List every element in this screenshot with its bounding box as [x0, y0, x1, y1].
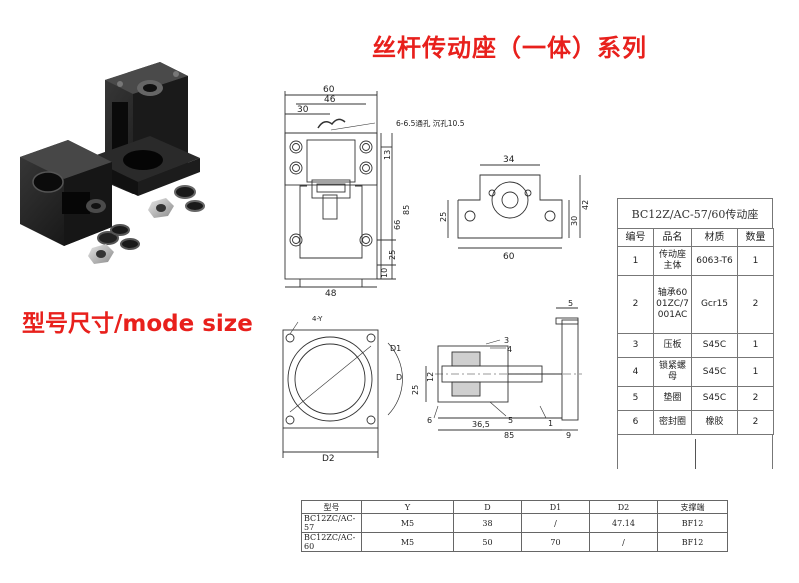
table-row: BC12ZC/AC-57 M5 38 / 47.14 BF12 — [301, 513, 728, 533]
table-cell: 密封圈 — [653, 410, 692, 435]
table-row: 6 密封圈 橡胶 2 — [617, 410, 774, 435]
mode-size-label: 型号尺寸/mode size — [22, 311, 253, 337]
dim-text: 6-6.5通孔 沉孔10.5 — [396, 118, 465, 128]
dim-text: 42 — [581, 200, 590, 210]
table-cell: Gcr15 — [691, 275, 738, 334]
header-cell: D1 — [521, 500, 590, 514]
header-cell: 数量 — [737, 228, 774, 247]
header-cell: D2 — [589, 500, 658, 514]
dim-text: 48 — [325, 289, 337, 299]
dim-text: 3 — [504, 336, 509, 345]
header-cell: D — [453, 500, 522, 514]
table-cell: 2 — [617, 275, 654, 334]
table-cell: 压板 — [653, 333, 692, 358]
parts-table: BC12Z/AC-57/60传动座 编号 品名 材质 数量 1 传动座主体 60… — [617, 198, 774, 469]
table-cell: 1 — [737, 357, 774, 387]
dim-text: 12 — [426, 372, 435, 382]
technical-drawings: 60 46 30 6-6.5通孔 沉孔10.5 13 85 66 25 10 4… — [282, 85, 590, 464]
dim-text: 13 — [383, 150, 392, 160]
dim-text: D2 — [322, 454, 335, 464]
table-row: 2 轴承6001ZC/7001AC Gcr15 2 — [617, 275, 774, 334]
table-cell: BC12ZC/AC-60 — [301, 532, 362, 552]
table-cell: 4 — [617, 357, 654, 387]
dim-text: 6 — [427, 416, 432, 425]
parts-table-tail — [617, 435, 773, 469]
dim-text: 66 — [393, 220, 402, 230]
dim-text: 5 — [568, 299, 573, 308]
dim-text: 1 — [548, 419, 553, 428]
table-row: 5 垫圈 S45C 2 — [617, 386, 774, 411]
table-cell: BC12ZC/AC-57 — [301, 513, 362, 533]
product-photo — [20, 62, 205, 264]
dim-text: 4-Y — [312, 315, 323, 323]
header-cell: Y — [361, 500, 454, 514]
header-cell: 品名 — [653, 228, 692, 247]
table-cell: 2 — [737, 386, 774, 411]
table-cell: / — [521, 513, 590, 533]
dim-text: 36,5 — [472, 420, 490, 429]
header-cell: 支撑端 — [657, 500, 728, 514]
page-title: 丝杆传动座（一体）系列 — [372, 34, 647, 62]
dim-text: 46 — [324, 95, 336, 105]
table-cell: 1 — [737, 246, 774, 276]
dim-text: 85 — [504, 431, 514, 440]
flange-view-drawing — [282, 321, 403, 458]
header-cell: 编号 — [617, 228, 654, 247]
dim-text: 4 — [507, 345, 512, 354]
dim-text: 85 — [402, 205, 411, 215]
table-cell: 6063-T6 — [691, 246, 738, 276]
table-row: 4 锁紧螺母 S45C 1 — [617, 357, 774, 387]
header-cell: 材质 — [691, 228, 738, 247]
table-cell: 垫圈 — [653, 386, 692, 411]
table-cell: 3 — [617, 333, 654, 358]
table-row: BC12ZC/AC-60 M5 50 70 / BF12 — [301, 532, 728, 552]
table-cell: 轴承6001ZC/7001AC — [653, 275, 692, 334]
table-cell: S45C — [691, 357, 738, 387]
table-cell: BF12 — [657, 513, 728, 533]
table-cell: M5 — [361, 513, 454, 533]
dim-text: 10 — [380, 268, 389, 278]
table-row: 1 传动座主体 6063-T6 1 — [617, 246, 774, 276]
table-cell: S45C — [691, 333, 738, 358]
table-cell: 1 — [737, 333, 774, 358]
table-cell: 38 — [453, 513, 522, 533]
spec-header-row: 型号 Y D D1 D2 支撑端 — [301, 500, 728, 514]
table-cell: 50 — [453, 532, 522, 552]
dim-text: 30 — [297, 105, 309, 115]
table-cell: BF12 — [657, 532, 728, 552]
table-cell: 橡胶 — [691, 410, 738, 435]
dim-text: 60 — [323, 85, 335, 95]
dim-text: 5 — [508, 416, 513, 425]
dim-text: D1 — [390, 344, 401, 353]
table-cell: 70 — [521, 532, 590, 552]
front-view-drawing — [284, 91, 396, 288]
section-view-drawing — [425, 307, 582, 431]
table-cell: 2 — [737, 410, 774, 435]
table-cell: 47.14 — [589, 513, 658, 533]
dim-text: 30 — [570, 216, 579, 226]
parts-table-title: BC12Z/AC-57/60传动座 — [617, 198, 773, 228]
table-cell: 1 — [617, 246, 654, 276]
parts-header-row: 编号 品名 材质 数量 — [617, 228, 774, 247]
table-cell: 6 — [617, 410, 654, 435]
dim-text: 25 — [388, 250, 397, 260]
table-cell: 锁紧螺母 — [653, 357, 692, 387]
table-cell: S45C — [691, 386, 738, 411]
side-view-drawing — [447, 164, 581, 249]
table-row: 3 压板 S45C 1 — [617, 333, 774, 358]
dim-text: 25 — [439, 212, 448, 222]
table-cell: / — [589, 532, 658, 552]
dim-text: 60 — [503, 252, 515, 262]
dim-text: 25 — [411, 385, 420, 395]
spec-table: 型号 Y D D1 D2 支撑端 BC12ZC/AC-57 M5 38 / 47… — [301, 500, 728, 552]
dim-text: 9 — [566, 431, 571, 440]
table-cell: 传动座主体 — [653, 246, 692, 276]
header-cell: 型号 — [301, 500, 362, 514]
dim-text: 34 — [503, 155, 515, 165]
table-cell: 2 — [737, 275, 774, 334]
table-cell: 5 — [617, 386, 654, 411]
table-cell: M5 — [361, 532, 454, 552]
dim-text: D — [396, 373, 402, 382]
